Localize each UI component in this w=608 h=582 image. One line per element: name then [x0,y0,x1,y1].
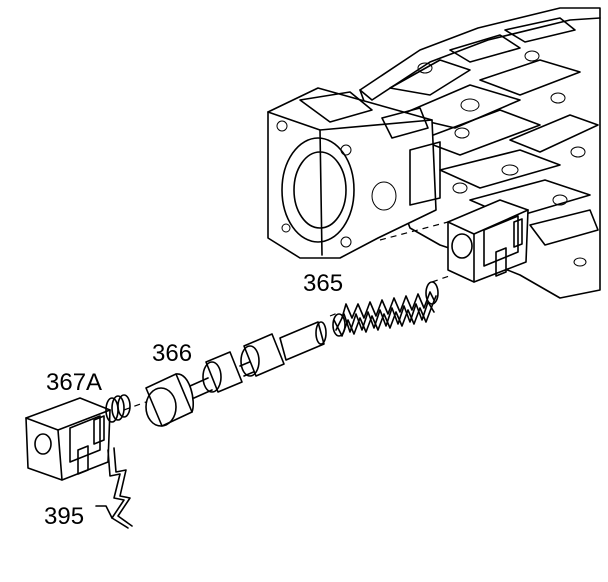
installed-solenoid [447,199,529,283]
valve-body-housing [267,7,601,299]
callout-spring: 365 [303,270,343,297]
spring [332,281,439,337]
solenoid [25,394,131,481]
alignment-lines [123,221,453,411]
callout-retainer: 395 [44,503,84,530]
retainer-clip [95,447,133,529]
callout-solenoid: 367A [46,369,102,396]
callout-valve: 366 [152,340,192,367]
valve [145,321,327,427]
